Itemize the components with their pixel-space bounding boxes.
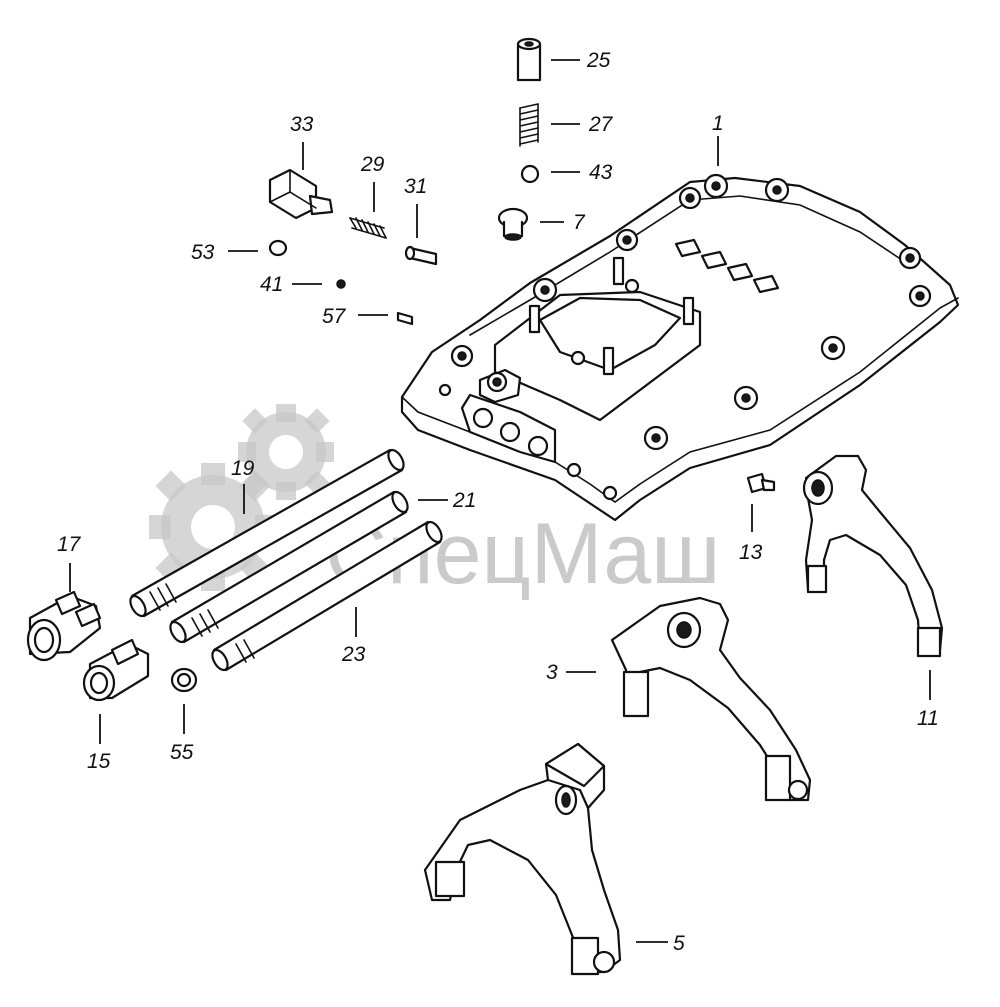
part-43-ball <box>520 164 540 184</box>
callout-25: 25 <box>586 49 611 72</box>
callout-29: 29 <box>360 153 385 176</box>
callout-labels: 25 27 43 7 1 33 29 31 53 41 57 19 21 23 … <box>57 49 939 955</box>
callout-23: 23 <box>341 643 366 666</box>
callout-57: 57 <box>322 305 347 328</box>
part-1-cover-housing <box>400 173 960 522</box>
part-15-shift-head <box>82 638 150 702</box>
callout-3: 3 <box>546 661 558 684</box>
callout-55: 55 <box>170 741 194 764</box>
part-25-bushing <box>516 37 542 82</box>
part-3-shift-fork <box>610 596 812 802</box>
callout-15: 15 <box>87 750 111 773</box>
part-31-pin <box>404 245 438 266</box>
cover-studs <box>528 256 695 376</box>
part-5-shift-fork <box>423 742 622 976</box>
callout-43: 43 <box>589 161 613 184</box>
cover-slots <box>674 238 780 294</box>
part-7-plug <box>497 207 529 241</box>
part-29-spring <box>349 217 387 239</box>
part-11-shift-fork <box>802 454 944 658</box>
part-13-bolt <box>746 472 776 494</box>
part-17-shift-head <box>26 590 102 662</box>
part-55-ring <box>170 667 198 693</box>
callout-11: 11 <box>917 707 939 730</box>
callout-21: 21 <box>452 489 476 512</box>
callout-53: 53 <box>191 241 215 264</box>
callout-5: 5 <box>673 932 685 955</box>
leader-lines <box>69 59 931 943</box>
callout-13: 13 <box>739 541 763 564</box>
callout-19: 19 <box>231 457 255 480</box>
cover-bolt-bosses <box>438 173 932 501</box>
part-23-shift-rod <box>211 520 443 672</box>
part-57-pin <box>396 311 414 326</box>
part-53-plug <box>268 239 288 257</box>
part-27-spring <box>519 103 539 147</box>
watermark-gear-small-icon <box>238 404 334 500</box>
callout-1: 1 <box>712 112 724 135</box>
callout-7: 7 <box>573 211 586 234</box>
part-19-shift-rod <box>129 448 405 618</box>
callout-27: 27 <box>588 113 614 136</box>
part-21-shift-rod <box>169 490 409 644</box>
part-41-ball <box>336 279 346 289</box>
callout-41: 41 <box>260 273 283 296</box>
callout-31: 31 <box>404 175 427 198</box>
part-33-fitting <box>268 168 334 220</box>
callout-17: 17 <box>57 533 82 556</box>
callout-33: 33 <box>290 113 314 136</box>
